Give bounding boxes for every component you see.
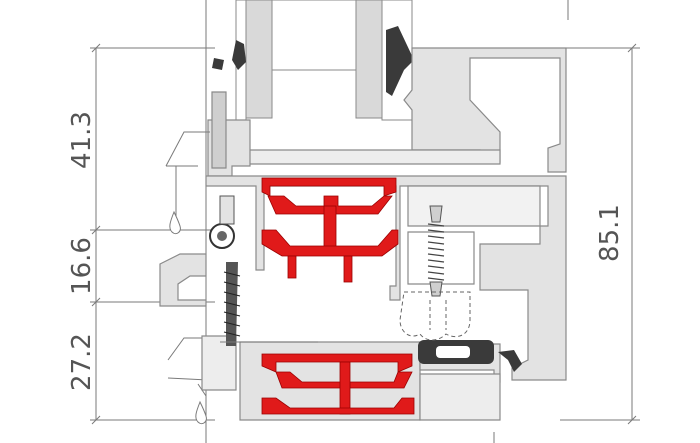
thermal-break-lower	[261, 353, 415, 415]
water-drop-icon	[169, 210, 207, 425]
dimension-label-27-2: 27.2	[67, 333, 97, 391]
outer-weather-cover	[159, 253, 207, 307]
dimension-label-85-1: 85.1	[595, 204, 625, 262]
fixing-screw	[427, 205, 445, 297]
main-frame-profile	[205, 175, 567, 381]
dimension-label-41-3: 41.3	[67, 111, 97, 169]
dimension-label-16-6: 16.6	[67, 237, 97, 295]
brush-seal	[209, 195, 241, 346]
upper-sash-profile	[207, 47, 567, 177]
glass-pane	[235, 0, 413, 121]
sill-gasket	[418, 340, 522, 372]
left-dimension-lines	[90, 43, 215, 425]
glazing-gaskets	[212, 26, 414, 96]
thermal-break-upper	[261, 177, 399, 283]
anchor-dashed-outline	[399, 291, 471, 341]
